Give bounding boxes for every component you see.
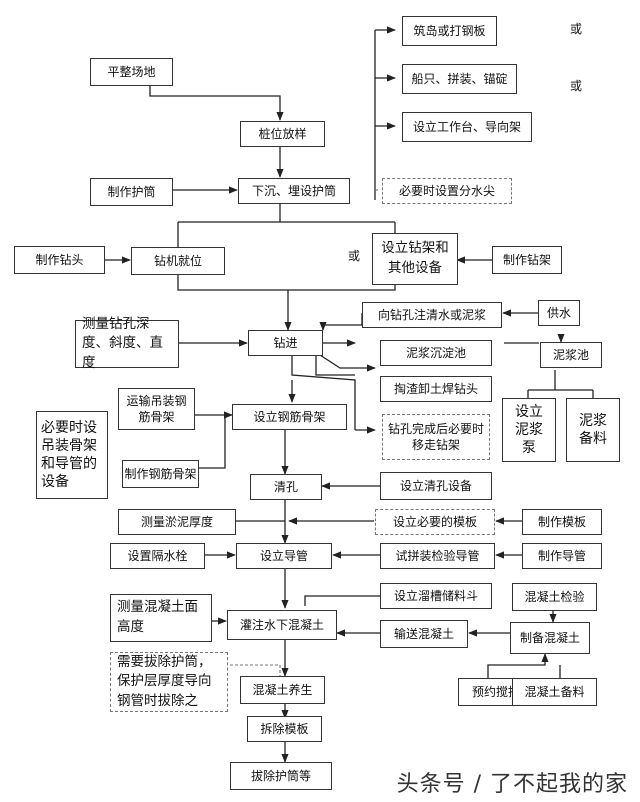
box-chaimuban: 拆除模板 — [247, 716, 322, 742]
box-zuanjijiuwei: 钻机就位 — [131, 247, 225, 275]
box-bixu: 必要时设吊装骨架和导管的设备 — [36, 411, 108, 499]
watermark: 头条号 / 了不起我的家 — [396, 772, 628, 797]
box-zhudao: 筑岛或打钢板 — [402, 16, 497, 46]
box-yunshu: 运输吊装钢筋骨架 — [118, 388, 195, 430]
box-chendianchi: 泥浆沉淀池 — [380, 340, 492, 366]
box-zhuwei: 桩位放样 — [240, 121, 325, 147]
box-qingkong: 清孔 — [250, 474, 322, 500]
box-zhizuozuanjia: 制作钻架 — [492, 246, 562, 274]
box-hunningtujianyan: 混凝土检验 — [512, 583, 597, 611]
box-liucao: 设立溜槽储料斗 — [380, 583, 492, 609]
box-taozha: 掏渣卸土焊钻头 — [380, 376, 492, 402]
or-label-3: 或 — [348, 249, 361, 263]
box-yuni: 测量淤泥厚度 — [118, 509, 236, 535]
box-gongzuotai: 设立工作台、导向架 — [402, 112, 532, 142]
box-qingkongshebei: 设立清孔设备 — [380, 472, 492, 500]
box-baochu: 需要拔除护筒，保护层厚度导向钢管时拔除之 — [110, 652, 228, 712]
box-shezhi-gujia: 设立钢筋骨架 — [232, 404, 347, 430]
box-zhizuomoban: 制作模板 — [522, 509, 602, 535]
box-zuanjia: 设立钻架和其他设备 — [372, 233, 458, 285]
box-daoguan: 设立导管 — [236, 543, 332, 569]
box-nijiangbeng: 设立泥浆泵 — [502, 398, 556, 462]
box-xiachen: 下沉、埋设护筒 — [238, 178, 350, 204]
box-yangsheng: 混凝土养生 — [240, 676, 325, 704]
box-pingzheng: 平整场地 — [90, 58, 173, 86]
box-shipin: 试拼装检验导管 — [380, 543, 495, 569]
box-celiangmian: 测量混凝土面高度 — [110, 594, 212, 642]
box-gongshui: 供水 — [538, 300, 580, 326]
box-guanzhu: 灌注水下混凝土 — [227, 610, 337, 640]
box-zhizuodaoguan: 制作导管 — [522, 543, 602, 569]
box-geshuishuan: 设置隔水栓 — [110, 543, 205, 569]
box-yidong: 钻孔完成后必要时移走钻架 — [382, 414, 490, 460]
box-zuanjin: 钻进 — [248, 330, 323, 356]
box-zhibei: 制备混凝土 — [510, 622, 590, 654]
or-label-2: 或 — [570, 79, 583, 93]
box-celiang: 测量钻孔深度、斜度、直度 — [75, 316, 179, 371]
box-zhizuohutong: 制作护筒 — [90, 178, 173, 206]
box-qingshui: 向钻孔注清水或泥浆 — [362, 302, 502, 328]
box-zhizuogujia: 制作钢筋骨架 — [122, 460, 199, 488]
box-nijiangchi: 泥浆池 — [540, 342, 602, 368]
box-shusong: 输送混凝土 — [380, 620, 468, 648]
box-fenshuijian: 必要时设置分水尖 — [382, 178, 512, 204]
box-beiliao: 混凝土备料 — [512, 678, 597, 706]
or-label-1: 或 — [570, 22, 583, 36]
box-zhizuozuantou: 制作钻头 — [14, 246, 105, 274]
box-bachu: 拔除护筒等 — [230, 762, 332, 790]
box-moban: 设立必要的模板 — [375, 509, 495, 535]
box-nijiangbeiliao: 泥浆备料 — [566, 398, 620, 462]
box-chuanzhi: 船只、拼装、锚碇 — [402, 64, 517, 94]
